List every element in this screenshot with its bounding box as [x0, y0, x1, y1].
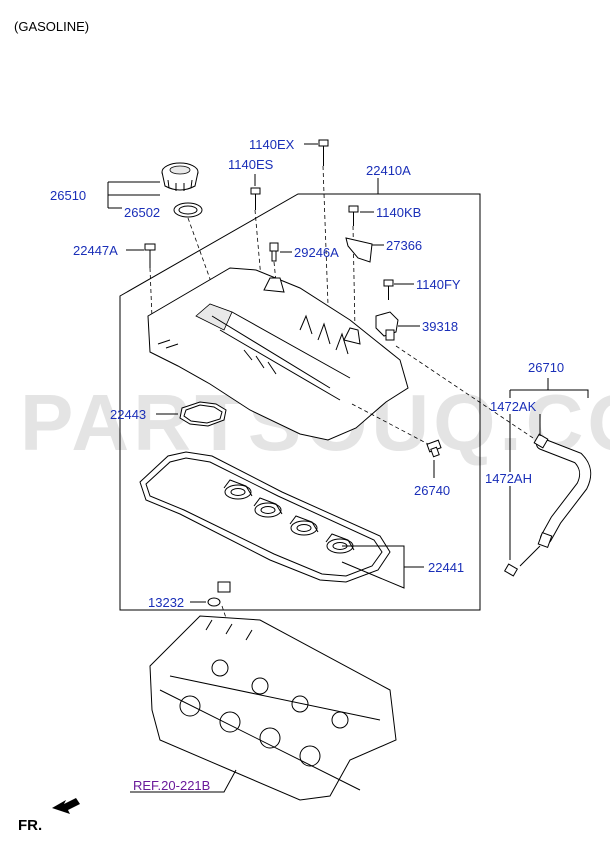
label-1140EX[interactable]: 1140EX [249, 137, 295, 152]
label-1472AH[interactable]: 1472AH [485, 471, 532, 486]
label-1140FY[interactable]: 1140FY [416, 277, 461, 292]
variant-label: (GASOLINE) [14, 19, 89, 34]
cylinder-head-cover[interactable] [147, 267, 409, 441]
bolt-1140KB[interactable] [348, 205, 359, 226]
rocker-cover-gasket[interactable] [139, 451, 391, 583]
sensor-29246A[interactable] [269, 242, 279, 262]
label-13232[interactable]: 13232 [148, 595, 184, 610]
label-26710[interactable]: 26710 [528, 360, 564, 375]
breather-hose-26710[interactable] [503, 433, 592, 577]
label-26740[interactable]: 26740 [414, 483, 450, 498]
label-39318[interactable]: 39318 [422, 319, 458, 334]
label-22410A[interactable]: 22410A [366, 163, 411, 178]
bolt-22447A[interactable] [144, 243, 156, 268]
bolt-1140FY[interactable] [383, 279, 394, 300]
cylinder-head-ref[interactable] [149, 615, 397, 801]
ref-link[interactable]: REF.20-221B [133, 778, 210, 793]
bolt-1140EX[interactable] [318, 139, 329, 166]
label-26510[interactable]: 26510 [50, 188, 86, 203]
label-1140KB[interactable]: 1140KB [376, 205, 421, 220]
bracket-27366[interactable] [345, 237, 373, 263]
pcv-valve-26740[interactable] [426, 439, 442, 458]
label-29246A[interactable]: 29246A [294, 245, 339, 260]
label-22447A[interactable]: 22447A [73, 243, 118, 258]
front-arrow-icon [52, 798, 80, 814]
label-1472AK[interactable]: 1472AK [490, 399, 537, 414]
label-1140ES[interactable]: 1140ES [228, 157, 274, 172]
camshaft-sensor-39318[interactable] [375, 311, 399, 341]
label-26502[interactable]: 26502 [124, 205, 160, 220]
front-label: FR. [18, 817, 42, 834]
bolt-1140ES[interactable] [250, 187, 261, 210]
spark-plug-tube-gasket[interactable] [179, 401, 227, 427]
label-27366[interactable]: 27366 [386, 238, 422, 253]
seal-13232[interactable] [207, 581, 231, 607]
oil-filler-cap[interactable] [161, 162, 199, 191]
cap-gasket[interactable] [173, 202, 203, 218]
label-22441[interactable]: 22441 [428, 560, 464, 575]
label-22443[interactable]: 22443 [110, 407, 146, 422]
